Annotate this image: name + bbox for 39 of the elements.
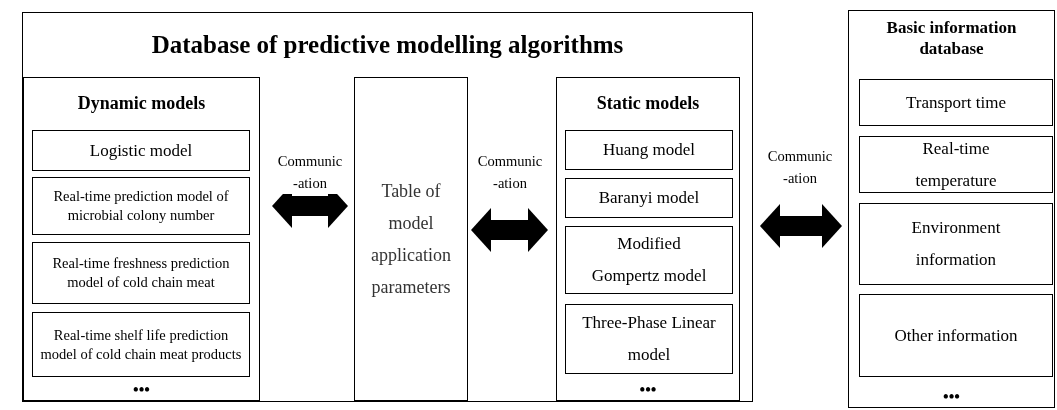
process-box: [565, 304, 733, 374]
box-heading: Database of predictive modelling algorithms: [150, 30, 625, 60]
box-heading: Dynamic models: [76, 92, 207, 115]
box-label: Real-time temperature: [914, 137, 998, 192]
ellipsis: •••: [638, 382, 658, 398]
process-box: [859, 203, 1053, 285]
double-arrow: [471, 208, 548, 252]
ellipsis: •••: [942, 389, 961, 405]
box-heading: Basic information database: [885, 17, 1018, 60]
double-arrow: [760, 204, 842, 248]
box-label: Real-time prediction model of microbial colony number: [52, 187, 230, 225]
box-label: Modified Gompertz model: [590, 233, 708, 287]
box-label: Real-time shelf life prediction model of cold chain meat products: [39, 325, 243, 364]
process-box: [565, 130, 733, 170]
process-box: [32, 312, 250, 377]
process-box: [859, 79, 1053, 126]
process-box: [859, 294, 1053, 377]
box-label: Other information: [894, 324, 1018, 347]
process-box: [565, 178, 733, 218]
group-box: [22, 12, 753, 402]
process-box: [354, 77, 468, 401]
box-label: Three-Phase Linear model: [582, 312, 716, 366]
group-box: [556, 77, 740, 401]
box-label: Table of model application parameters: [370, 180, 452, 299]
process-box: [565, 226, 733, 294]
group-box: [23, 77, 260, 401]
box-label: Transport time: [906, 91, 1006, 114]
box-label: Environment information: [910, 217, 1002, 271]
box-label: Logistic model: [89, 139, 193, 162]
process-box: [32, 242, 250, 304]
process-box: [32, 177, 250, 235]
group-box: [848, 10, 1055, 408]
process-box: [859, 136, 1053, 193]
box-label: Real-time freshness prediction model of cold chain meat: [51, 254, 231, 292]
box-label: Huang model: [602, 139, 696, 161]
box-label: Baranyi model: [598, 187, 700, 209]
process-box: [32, 130, 250, 171]
ellipsis: •••: [132, 382, 151, 398]
box-heading: Static models: [595, 92, 701, 115]
